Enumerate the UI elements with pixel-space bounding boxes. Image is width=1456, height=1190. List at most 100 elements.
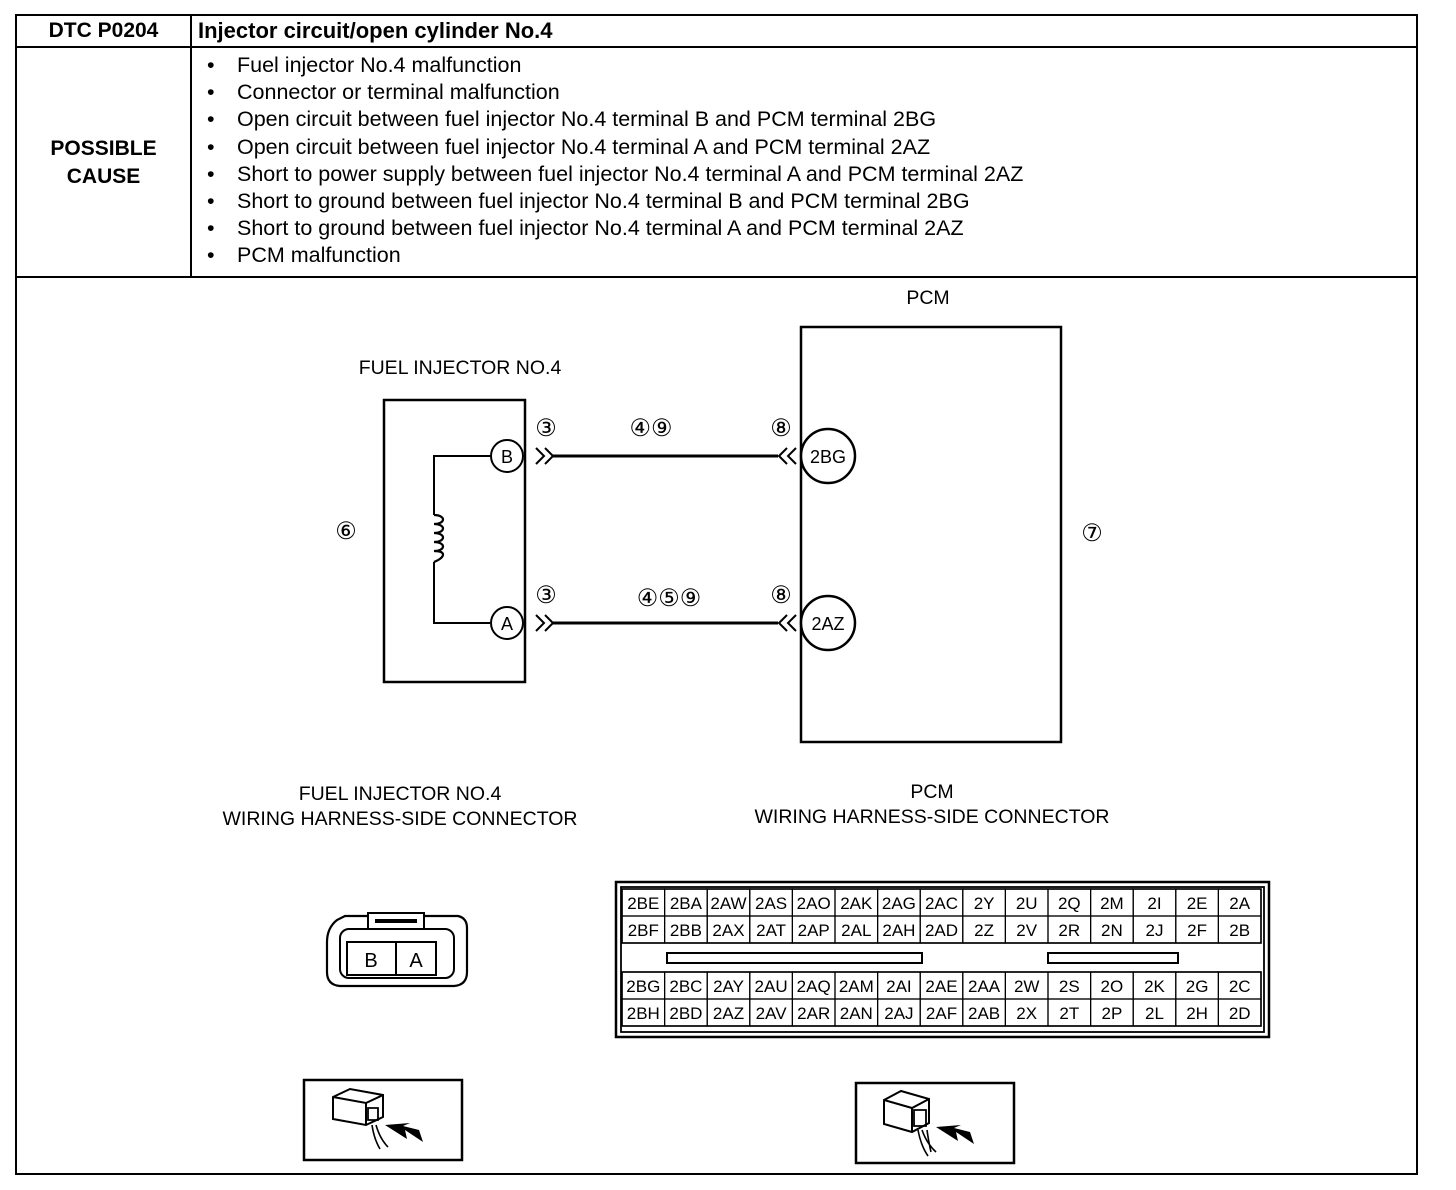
- pcm-pin-label: 2X: [1016, 1004, 1037, 1023]
- pcm-pin-label: 2A: [1229, 894, 1250, 913]
- pcm-pin-label: 2AI: [886, 977, 912, 996]
- pcm-box: [799, 325, 1063, 744]
- pcm-pin-label: 2AK: [840, 894, 873, 913]
- wire-a-right-ref: ⑧: [770, 582, 792, 609]
- dtc-title: Injector circuit/open cylinder No.4: [198, 18, 553, 43]
- pcm-pin-label: 2BH: [627, 1004, 660, 1023]
- pcm-pin-label: 2E: [1187, 894, 1208, 913]
- pcm-pin-label: 2AU: [755, 977, 788, 996]
- pcm-pin-label: 2C: [1229, 977, 1251, 996]
- pcm-terminal-2az-label: 2AZ: [811, 614, 844, 634]
- pcm-pin-label: 2AY: [713, 977, 744, 996]
- pcm-ref: ⑦: [1081, 520, 1103, 547]
- pcm-pin-label: 2N: [1101, 921, 1123, 940]
- cause-item: Short to power supply between fuel injec…: [207, 161, 1023, 188]
- coil-lead: [433, 455, 505, 624]
- pcm-pin-label: 2M: [1100, 894, 1124, 913]
- pcm-pin-label: 2AJ: [884, 1004, 913, 1023]
- terminal-b: [490, 439, 524, 473]
- column-divider: [190, 16, 192, 276]
- pcm-pin-label: 2D: [1229, 1004, 1251, 1023]
- pcm-pin-label: 2AH: [882, 921, 915, 940]
- cause-item: PCM malfunction: [207, 242, 1023, 269]
- dtc-code: DTC P0204: [48, 19, 159, 42]
- injector-connector-view-icon: [302, 1078, 464, 1162]
- pcm-pin-label: 2BE: [627, 894, 659, 913]
- pcm-pin-label: 2S: [1059, 977, 1080, 996]
- injector-pin-a: A: [409, 950, 423, 972]
- cause-item: Open circuit between fuel injector No.4 …: [207, 106, 1023, 133]
- pcm-pin-label: 2AB: [968, 1004, 1000, 1023]
- pcm-pin-label: 2AG: [882, 894, 916, 913]
- pcm-pin-label: 2AS: [755, 894, 787, 913]
- pcm-pin-label: 2BC: [669, 977, 702, 996]
- pcm-pin-label: 2BD: [669, 1004, 702, 1023]
- pcm-pin-label: 2BB: [670, 921, 702, 940]
- pcm-pin-label: 2U: [1016, 894, 1038, 913]
- injector-ref: ⑥: [335, 518, 357, 545]
- pcm-terminal-2bg: [799, 427, 857, 485]
- pcm-pin-label: 2Z: [974, 921, 994, 940]
- pcm-pin-label: 2AN: [840, 1004, 873, 1023]
- pcm-pin-label: 2Q: [1058, 894, 1081, 913]
- possible-cause-list: Fuel injector No.4 malfunction Connector…: [207, 52, 1023, 270]
- pcm-pin-label: 2I: [1147, 894, 1161, 913]
- terminal-a: [490, 606, 524, 640]
- pcm-pin-label: 2AE: [925, 977, 957, 996]
- wire-b-left-ref: ③: [535, 415, 557, 442]
- pcm-pin-label: 2O: [1101, 977, 1124, 996]
- pcm-terminal-2bg-label: 2BG: [810, 447, 846, 467]
- pcm-pin-label: 2F: [1187, 921, 1207, 940]
- cause-item: Open circuit between fuel injector No.4 …: [207, 134, 1023, 161]
- terminal-b-label: B: [501, 447, 513, 467]
- pcm-terminal-2az: [799, 594, 857, 652]
- pcm-pin-label: 2BA: [670, 894, 703, 913]
- pcm-pin-label: 2BG: [626, 977, 660, 996]
- injector-pin-b: B: [364, 950, 377, 972]
- injector-connector-label: FUEL INJECTOR NO.4 WIRING HARNESS-SIDE C…: [222, 783, 578, 830]
- pcm-pin-label: 2R: [1058, 921, 1080, 940]
- cause-item: Fuel injector No.4 malfunction: [207, 52, 1023, 79]
- coil-icon: [433, 513, 445, 564]
- possible-cause-label: POSSIBLE CAUSE: [50, 137, 157, 188]
- pcm-pin-label: 2V: [1016, 921, 1037, 940]
- pcm-pin-label: 2J: [1146, 921, 1164, 940]
- wire-a-left-ref: ③: [535, 582, 557, 609]
- connector-chevron-icon: [777, 614, 797, 632]
- connector-chevron-icon: [535, 614, 555, 632]
- pcm-pin-label: 2AC: [925, 894, 958, 913]
- pcm-pin-label: 2L: [1145, 1004, 1164, 1023]
- pcm-pin-label: 2AV: [756, 1004, 788, 1023]
- cause-item: Short to ground between fuel injector No…: [207, 215, 1023, 242]
- pcm-pin-label: 2AW: [710, 894, 746, 913]
- row-divider: [17, 46, 1416, 48]
- cause-item: Connector or terminal malfunction: [207, 79, 1023, 106]
- pcm-pin-label: 2AO: [797, 894, 831, 913]
- pcm-pin-label: 2AD: [925, 921, 958, 940]
- pcm-pin-label: 2H: [1186, 1004, 1208, 1023]
- pcm-pin-label: 2AP: [798, 921, 830, 940]
- arrow-icon: [385, 1123, 423, 1142]
- pcm-pin-cell: [1217, 915, 1262, 944]
- cause-item: Short to ground between fuel injector No…: [207, 188, 1023, 215]
- wire-b-mid-refs: ④⑨: [629, 415, 672, 442]
- pcm-pin-label: 2BF: [628, 921, 659, 940]
- terminal-a-label: A: [501, 614, 513, 634]
- pcm-pin-label: 2K: [1144, 977, 1165, 996]
- connector-chevron-icon: [535, 447, 555, 465]
- pcm-pin-label: 2AM: [839, 977, 874, 996]
- pcm-connector-label: PCM WIRING HARNESS-SIDE CONNECTOR: [754, 781, 1110, 828]
- pcm-pin-label: 2AL: [841, 921, 871, 940]
- dtc-sheet: DTC P0204 Injector circuit/open cylinder…: [15, 14, 1418, 1175]
- pcm-pin-label: 2AA: [968, 977, 1001, 996]
- pcm-pin-label: 2AX: [712, 921, 744, 940]
- injector-label: FUEL INJECTOR NO.4: [359, 357, 562, 379]
- pcm-pin-label: 2AQ: [797, 977, 831, 996]
- wire-a-mid-refs: ④⑤⑨: [637, 585, 702, 612]
- pcm-label: PCM: [906, 287, 949, 309]
- injector-connector-face: B A: [325, 912, 469, 988]
- pcm-connector-view-icon: [854, 1081, 1016, 1165]
- pcm-pin-label: 2AR: [797, 1004, 830, 1023]
